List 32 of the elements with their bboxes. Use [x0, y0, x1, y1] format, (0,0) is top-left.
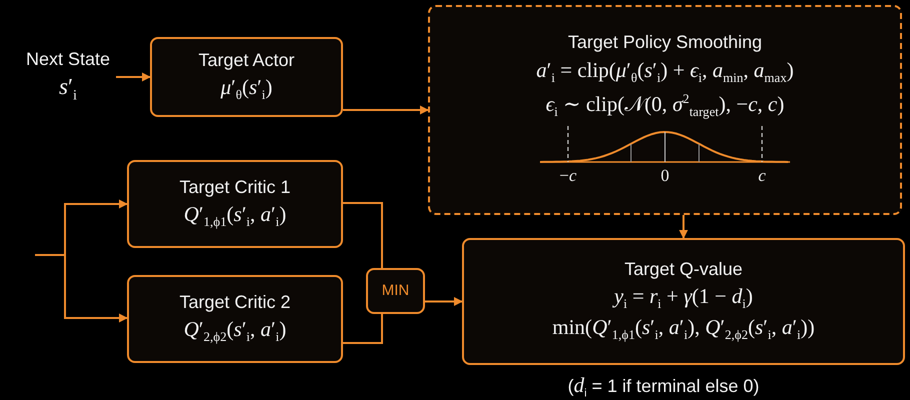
- formula: s′$_{i}$: [59, 72, 77, 106]
- connector-line: [343, 314, 383, 344]
- arrow: [343, 106, 429, 114]
- axis-tick-label: c: [758, 166, 766, 186]
- arrow: [679, 215, 688, 239]
- formula: a′$_{i}$ = clip(μ′$_{θ}$(s′$_{i}$) + ϵ$_{i}$, a$_{min}$, a$_{max}$): [536, 57, 794, 87]
- formula: μ′$_{θ}$(s′$_{i}$): [220, 74, 272, 104]
- dashed-panel: [428, 5, 902, 215]
- axis-tick-label: −c: [559, 166, 577, 186]
- operator-label: MIN: [382, 282, 410, 300]
- node-title: Target Q-value: [624, 259, 743, 281]
- node-title: Target Actor: [198, 50, 295, 72]
- formula: y$_{i}$ = r$_{i}$ + γ(1 − d$_{i}$): [614, 282, 753, 312]
- axis-tick-label: 0: [660, 166, 670, 186]
- footnote: (d$_{i}$ = 1 if terminal else 0): [568, 373, 760, 400]
- connector-line: [343, 202, 383, 268]
- operator-box: [366, 268, 425, 314]
- formula: Q′$_{1,ϕ1}$(s′$_{i}$, a′$_{i}$): [184, 201, 286, 231]
- process-box: [127, 160, 343, 248]
- process-box: [462, 238, 905, 365]
- process-box: [150, 37, 343, 117]
- arrow: [116, 72, 151, 82]
- process-box: [127, 275, 343, 363]
- node-title: Target Policy Smoothing: [568, 32, 762, 54]
- formula: min(Q′$_{1,ϕ1}$(s′$_{i}$, a′$_{i}$), Q′$_{2,ϕ2}$(s′$_{i}$, a′$_{i}$)): [552, 314, 815, 344]
- formula: Q′$_{2,ϕ2}$(s′$_{i}$, a′$_{i}$): [184, 316, 286, 346]
- arrow: [425, 297, 463, 306]
- formula: ϵ$_{i}$ ∼ clip(𝒩(0, σ$^{2}$$_{target}$), −c, c): [546, 90, 784, 120]
- arrow: [35, 254, 128, 322]
- node-title: Next State: [26, 49, 110, 71]
- node-title: Target Critic 2: [179, 292, 291, 314]
- node-title: Target Critic 1: [179, 177, 291, 200]
